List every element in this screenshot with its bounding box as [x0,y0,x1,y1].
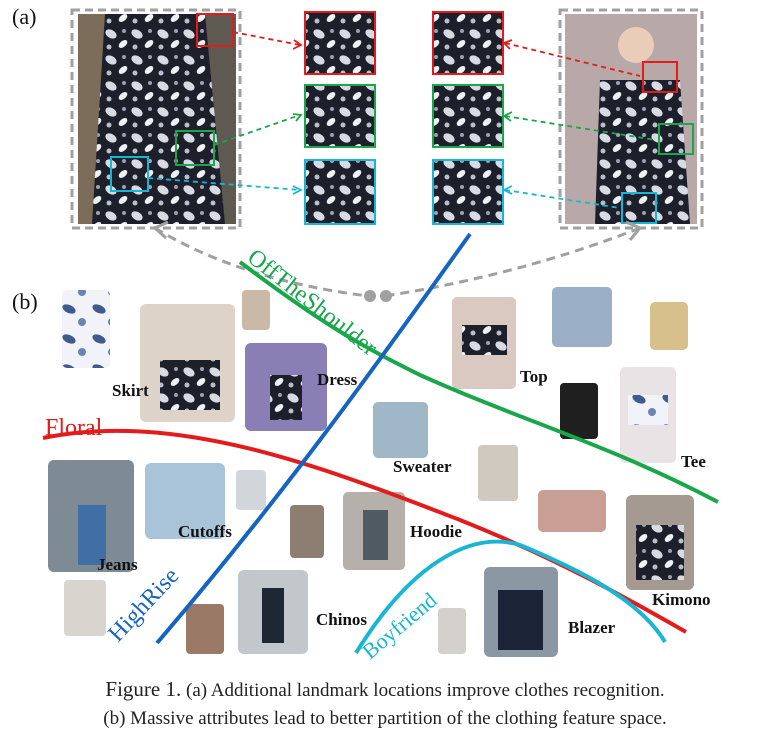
arrow-red-left [232,31,301,46]
right-photo-frame [558,8,704,230]
figure-1: OffTheShoulder Floral HighRise Boyfriend… [12,4,719,664]
right-dress-photo [565,14,697,224]
landmark-box-red-right [642,61,678,93]
photo-cutoffs [145,463,225,539]
category-chinos: Chinos [316,610,368,629]
photo-blazer-small [438,608,466,654]
photo-chinos-small [290,505,324,558]
caption-figure-number: Figure 1. [105,677,182,701]
photo-sweater [373,402,428,458]
category-tee: Tee [681,452,706,471]
category-cutoffs: Cutoffs [178,522,232,541]
category-kimono: Kimono [652,590,711,609]
crop-green-right [432,84,504,148]
photo-sweater-3 [538,490,606,532]
photo-chinos-2 [186,604,224,654]
photo-cutoffs-2 [236,470,266,510]
feature-point-right [380,290,392,302]
photo-dress-white [62,290,110,368]
category-dress: Dress [317,370,358,389]
curve-boyfriend [354,539,667,655]
label-boyfriend: Boyfriend [357,587,441,660]
photo-small-top [242,290,270,330]
crop-cyan-right [432,159,504,225]
panel-label-a: (a) [12,4,37,29]
landmark-box-cyan-left [110,156,149,192]
curve-off-the-shoulder [238,260,719,504]
feature-point-left [364,290,376,302]
category-jeans: Jeans [97,555,138,574]
arrow-green-left [213,114,301,146]
label-floral: Floral [45,415,103,441]
crop-green-left [304,84,376,148]
crop-cyan-left [304,159,376,225]
category-blazer: Blazer [568,618,616,637]
arrow-cyan-right [504,189,621,209]
photo-top-3 [650,302,688,350]
photo-top-2 [552,287,612,347]
panel-a [70,8,704,302]
label-high-rise: HighRise [103,563,184,647]
panel-label-b: (b) [12,289,38,314]
category-hoodie: Hoodie [410,522,462,541]
panel-b-photos [48,287,694,657]
crop-red-left [304,11,376,75]
photo-top-4 [560,383,598,439]
arrow-green-right [504,115,657,141]
category-sweater: Sweater [393,457,452,476]
figure-caption-line-2: (b) Massive attributes lead to better pa… [103,708,667,729]
left-dress-photo [78,14,236,224]
photo-sweater-2 [478,445,518,501]
crop-red-right [432,11,504,75]
partition-curves [42,232,719,655]
connector-right [384,226,641,298]
landmark-box-cyan-right [621,192,657,224]
figure-caption-line-1: Figure 1. (a) Additional landmark locati… [0,676,770,704]
caption-line-1-text: (a) Additional landmark locations improv… [181,680,665,701]
category-skirt: Skirt [112,381,149,400]
landmark-box-green-right [658,123,694,155]
landmark-box-green-left [175,130,215,166]
photo-shorts [64,580,106,636]
curve-high-rise [155,232,472,645]
figure-canvas: OffTheShoulder Floral HighRise Boyfriend [42,8,719,664]
category-top: Top [520,367,548,386]
arrow-cyan-left [147,177,301,191]
landmark-box-red-left [196,13,234,47]
